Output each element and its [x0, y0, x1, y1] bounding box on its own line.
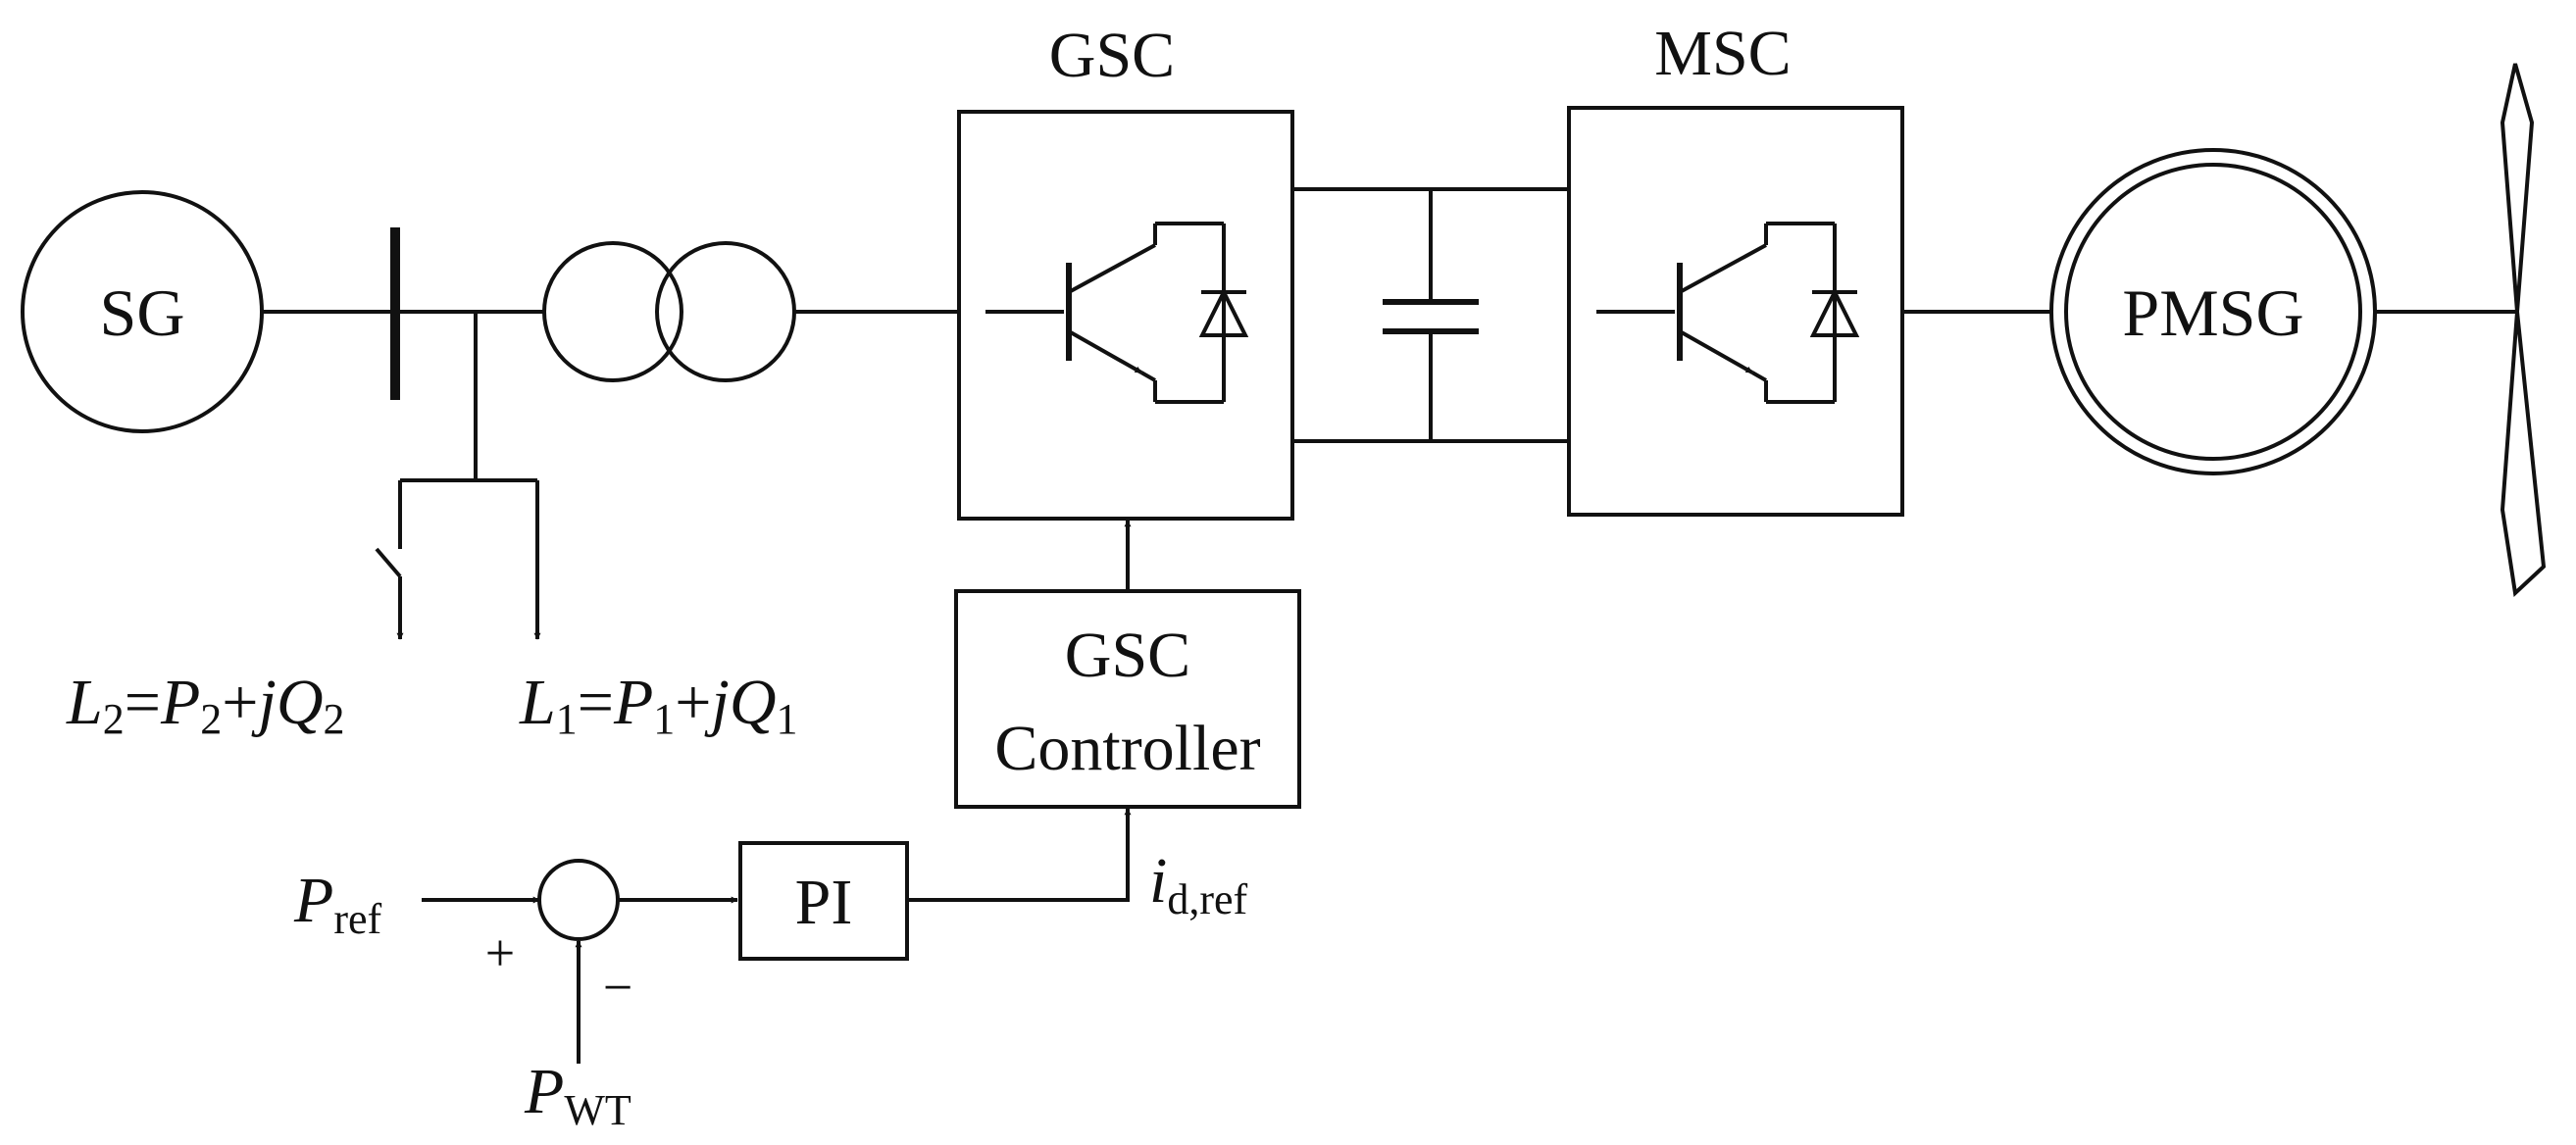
msc-title: MSC — [1654, 18, 1791, 89]
capacitor-icon — [1383, 189, 1479, 441]
gsc-controller-label-line2: Controller — [994, 713, 1260, 784]
summing-junction — [537, 859, 620, 941]
pmsg-label: PMSG — [2122, 275, 2303, 350]
plus-sign: + — [485, 923, 515, 982]
gsc-controller-label-line1: GSC — [1065, 620, 1190, 691]
pi-label: PI — [795, 867, 853, 938]
minus-sign: − — [603, 958, 632, 1017]
load-l2-switch — [375, 547, 402, 578]
gsc-box — [957, 110, 1294, 521]
pi-to-controller-arrow — [907, 808, 1132, 902]
load-l2-label: L2=P2+jQ2 — [66, 667, 345, 743]
gsc-title: GSC — [1049, 20, 1175, 91]
igbt-diode-icon-msc — [1596, 222, 1860, 404]
load-l1-label: L1=P1+jQ1 — [519, 667, 798, 743]
sg-generator: SG — [21, 190, 264, 433]
sg-label: SG — [100, 275, 185, 350]
pref-label: Pref — [293, 865, 382, 943]
igbt-diode-icon-gsc — [985, 222, 1249, 404]
wind-turbine-blades-icon — [2500, 63, 2547, 598]
idref-label: id,ref — [1149, 845, 1248, 923]
gsc-controller-box — [954, 589, 1301, 809]
transformer-icon — [542, 241, 796, 382]
pmsg-generator: PMSG — [2049, 148, 2377, 475]
pwt-label: PWT — [524, 1056, 631, 1134]
